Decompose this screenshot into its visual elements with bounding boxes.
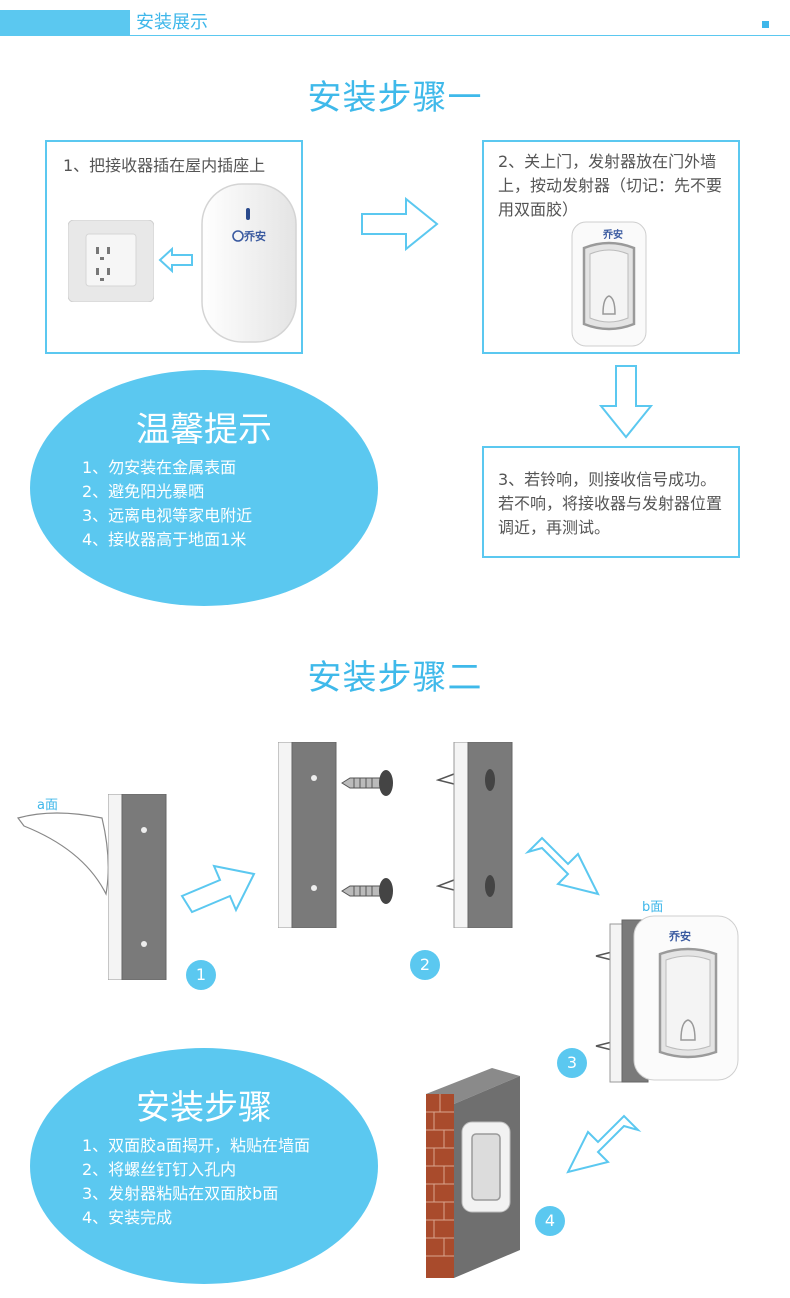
adhesive-peel-image (16, 812, 109, 896)
install-item: 3、发射器粘贴在双面胶b面 (82, 1184, 279, 1203)
adhesive-panel-1 (108, 794, 167, 980)
install-item: 4、安装完成 (82, 1208, 173, 1227)
step-number-1: 1 (186, 960, 216, 990)
arrow-right-icon (361, 196, 439, 252)
tips-item: 3、远离电视等家电附近 (82, 506, 253, 525)
step1-box2-text: 2、关上门，发射器放在门外墙上，按动发射器（切记：先不要用双面胶） (498, 152, 723, 219)
arrow-left-icon (158, 246, 193, 274)
receiver-brand-logo: 乔安 (244, 230, 266, 243)
label-b-face: b面 (642, 900, 664, 915)
step-number-2: 2 (410, 950, 440, 980)
attached-brand-logo: 乔安 (669, 930, 691, 943)
tips-item: 2、避免阳光暴晒 (82, 482, 205, 501)
label-a-face: a面 (37, 798, 58, 813)
install-item: 2、将螺丝钉钉入孔内 (82, 1160, 237, 1179)
adhesive-panel-2 (278, 742, 337, 928)
transmitter-attached-image (595, 915, 739, 1083)
tips-title: 温馨提示 (136, 410, 272, 450)
header-line (130, 35, 790, 36)
tips-item: 4、接收器高于地面1米 (82, 530, 247, 549)
step-number-3: 3 (557, 1048, 587, 1078)
step-number-4: 4 (535, 1206, 565, 1236)
install-steps-ellipse: 安装步骤 1、双面胶a面揭开，粘贴在墙面 2、将螺丝钉钉入孔内 3、发射器粘贴在… (30, 1048, 378, 1284)
adhesive-panel-3 (436, 742, 513, 928)
wall-socket-image (68, 220, 154, 302)
step1-box3-text: 3、若铃响，则接收信号成功。若不响，将接收器与发射器位置调近，再测试。 (498, 470, 723, 537)
tips-ellipse: 温馨提示 1、勿安装在金属表面 2、避免阳光暴晒 3、远离电视等家电附近 4、接… (30, 370, 378, 606)
screws-image (341, 770, 393, 904)
arrow-down-icon (598, 365, 654, 439)
step1-box-transmitter: 2、关上门，发射器放在门外墙上，按动发射器（切记：先不要用双面胶） (482, 140, 740, 354)
arrow-up-right-icon (180, 864, 256, 914)
step1-box1-text: 1、把接收器插在屋内插座上 (63, 156, 266, 175)
tips-item: 1、勿安装在金属表面 (82, 458, 237, 477)
arrow-down-right-icon (524, 836, 600, 896)
step1-title: 安装步骤一 (307, 78, 483, 118)
transmitter-device-image (571, 221, 647, 347)
install-title: 安装步骤 (136, 1088, 272, 1128)
install-item: 1、双面胶a面揭开，粘贴在墙面 (82, 1136, 310, 1155)
brick-wall-installed-image (426, 1068, 520, 1278)
receiver-device-image (201, 183, 297, 343)
tips-list: 1、勿安装在金属表面 2、避免阳光暴晒 3、远离电视等家电附近 4、接收器高于地… (82, 456, 252, 552)
header-square-icon (762, 21, 769, 28)
transmitter-brand-logo: 乔安 (603, 230, 623, 241)
step2-title: 安装步骤二 (307, 658, 483, 698)
arrow-down-left-icon (566, 1114, 642, 1174)
header-bar (0, 10, 130, 36)
step1-box-test: 3、若铃响，则接收信号成功。若不响，将接收器与发射器位置调近，再测试。 (482, 446, 740, 558)
install-list: 1、双面胶a面揭开，粘贴在墙面 2、将螺丝钉钉入孔内 3、发射器粘贴在双面胶b面… (82, 1134, 310, 1230)
header-title: 安装展示 (136, 12, 208, 33)
